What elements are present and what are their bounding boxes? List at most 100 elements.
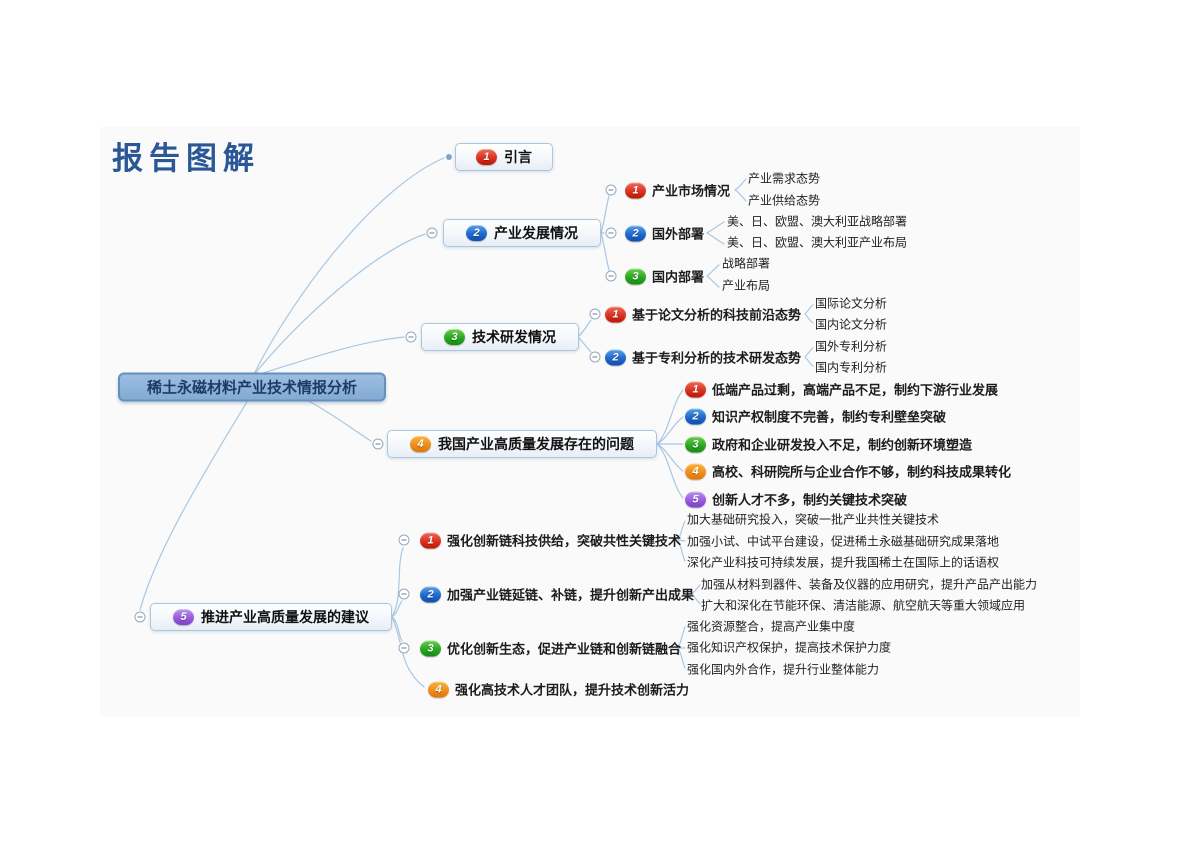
branch-topic-tech-rnd[interactable]: 3 技术研发情况 bbox=[421, 323, 579, 351]
branch-topic-label: 我国产业高质量发展存在的问题 bbox=[438, 436, 634, 452]
problem-item[interactable]: 4 高校、科研院所与企业合作不够，制约科技成果转化 bbox=[685, 462, 1011, 481]
leaf-topic[interactable]: 产业供给态势 bbox=[748, 193, 821, 208]
collapse-toggle-icon[interactable] bbox=[589, 308, 601, 320]
leaf-topic[interactable]: 国内专利分析 bbox=[815, 360, 888, 375]
problem-item[interactable]: 2 知识产权制度不完善，制约专利壁垒突破 bbox=[685, 407, 946, 426]
minus-glyph bbox=[429, 232, 435, 234]
leaf-topic[interactable]: 美、日、欧盟、澳大利亚产业布局 bbox=[727, 235, 908, 250]
collapse-toggle-icon[interactable] bbox=[405, 331, 417, 343]
leaf-topic[interactable]: 国外专利分析 bbox=[815, 339, 888, 354]
subtopic-label: 产业市场情况 bbox=[652, 183, 731, 199]
suggestion-label: 优化创新生态，促进产业链和创新链融合 bbox=[447, 641, 682, 657]
leaf-topic[interactable]: 强化国内外合作，提升行业整体能力 bbox=[687, 662, 880, 677]
leaf-topic[interactable]: 加强小试、中试平台建设，促进稀土永磁基础研究成果落地 bbox=[687, 534, 1000, 549]
collapse-toggle-icon[interactable] bbox=[589, 351, 601, 363]
number-badge-icon: 3 bbox=[625, 268, 646, 284]
leaf-topic[interactable]: 产业布局 bbox=[722, 278, 771, 293]
suggestion-item[interactable]: 2 加强产业链延链、补链，提升创新产出成果 bbox=[420, 585, 694, 604]
subtopic-label: 基于论文分析的科技前沿态势 bbox=[632, 307, 802, 323]
branch-topic-introduction[interactable]: 1 引言 bbox=[455, 143, 553, 171]
number-badge-icon: 5 bbox=[173, 609, 194, 625]
suggestion-item[interactable]: 3 优化创新生态，促进产业链和创新链融合 bbox=[420, 639, 681, 658]
number-badge-icon: 1 bbox=[685, 381, 706, 397]
number-badge-icon: 3 bbox=[420, 640, 441, 656]
number-badge-icon: 4 bbox=[410, 436, 431, 452]
leaf-topic[interactable]: 加大基础研究投入，突破一批产业共性关键技术 bbox=[687, 512, 940, 527]
collapse-toggle-icon[interactable] bbox=[134, 611, 146, 623]
problem-label: 知识产权制度不完善，制约专利壁垒突破 bbox=[712, 409, 947, 425]
problem-label: 政府和企业研发投入不足，制约创新环境塑造 bbox=[712, 437, 973, 453]
minus-glyph bbox=[401, 647, 407, 649]
minus-glyph bbox=[592, 356, 598, 358]
number-badge-icon: 1 bbox=[605, 306, 626, 322]
leaf-topic[interactable]: 强化资源整合，提高产业集中度 bbox=[687, 619, 856, 634]
connector-endpoint-dot bbox=[446, 154, 452, 160]
root-topic-label: 稀土永磁材料产业技术情报分析 bbox=[146, 380, 357, 397]
subtopic-patent-analysis[interactable]: 2 基于专利分析的技术研发态势 bbox=[605, 348, 801, 367]
subtopic-label: 国内部署 bbox=[652, 269, 705, 285]
problem-item[interactable]: 1 低端产品过剩，高端产品不足，制约下游行业发展 bbox=[685, 380, 998, 399]
leaf-topic[interactable]: 扩大和深化在节能环保、清洁能源、航空航天等重大领域应用 bbox=[701, 598, 1026, 613]
leaf-topic[interactable]: 战略部署 bbox=[722, 256, 771, 271]
suggestion-label: 加强产业链延链、补链，提升创新产出成果 bbox=[447, 587, 695, 603]
subtopic-foreign-deployment[interactable]: 2 国外部署 bbox=[625, 224, 704, 243]
problem-item[interactable]: 3 政府和企业研发投入不足，制约创新环境塑造 bbox=[685, 435, 972, 454]
branch-topic-label: 推进产业高质量发展的建议 bbox=[201, 609, 369, 625]
number-badge-icon: 4 bbox=[685, 463, 706, 479]
subtopic-paper-analysis[interactable]: 1 基于论文分析的科技前沿态势 bbox=[605, 305, 801, 324]
minus-glyph bbox=[408, 336, 414, 338]
root-topic[interactable]: 稀土永磁材料产业技术情报分析 bbox=[118, 372, 386, 402]
leaf-topic[interactable]: 深化产业科技可持续发展，提升我国稀土在国际上的话语权 bbox=[687, 555, 1000, 570]
number-badge-icon: 2 bbox=[420, 586, 441, 602]
leaf-topic[interactable]: 产业需求态势 bbox=[748, 171, 821, 186]
number-badge-icon: 2 bbox=[625, 225, 646, 241]
collapse-toggle-icon[interactable] bbox=[398, 534, 410, 546]
suggestion-label: 强化创新链科技供给，突破共性关键技术 bbox=[447, 533, 682, 549]
subtopic-market-situation[interactable]: 1 产业市场情况 bbox=[625, 181, 730, 200]
problem-label: 低端产品过剩，高端产品不足，制约下游行业发展 bbox=[712, 382, 999, 398]
number-badge-icon: 1 bbox=[420, 532, 441, 548]
collapse-toggle-icon[interactable] bbox=[398, 642, 410, 654]
number-badge-icon: 1 bbox=[476, 149, 497, 165]
subtopic-label: 基于专利分析的技术研发态势 bbox=[632, 350, 802, 366]
minus-glyph bbox=[375, 443, 381, 445]
collapse-toggle-icon[interactable] bbox=[372, 438, 384, 450]
collapse-toggle-icon[interactable] bbox=[605, 227, 617, 239]
number-badge-icon: 3 bbox=[444, 329, 465, 345]
suggestion-item[interactable]: 1 强化创新链科技供给，突破共性关键技术 bbox=[420, 531, 681, 550]
minus-glyph bbox=[137, 616, 143, 618]
suggestion-label: 强化高技术人才团队，提升技术创新活力 bbox=[455, 682, 690, 698]
number-badge-icon: 4 bbox=[428, 681, 449, 697]
leaf-topic[interactable]: 国际论文分析 bbox=[815, 296, 888, 311]
branch-topic-problems[interactable]: 4 我国产业高质量发展存在的问题 bbox=[387, 430, 657, 458]
leaf-topic[interactable]: 国内论文分析 bbox=[815, 317, 888, 332]
branch-topic-label: 技术研发情况 bbox=[472, 329, 556, 345]
minus-glyph bbox=[608, 275, 614, 277]
problem-label: 高校、科研院所与企业合作不够，制约科技成果转化 bbox=[712, 464, 1012, 480]
page-title: 报告图解 bbox=[112, 141, 260, 176]
minus-glyph bbox=[401, 593, 407, 595]
number-badge-icon: 3 bbox=[685, 436, 706, 452]
leaf-topic[interactable]: 强化知识产权保护，提高技术保护力度 bbox=[687, 640, 892, 655]
minus-glyph bbox=[401, 539, 407, 541]
number-badge-icon: 1 bbox=[625, 182, 646, 198]
leaf-topic[interactable]: 美、日、欧盟、澳大利亚战略部署 bbox=[727, 214, 908, 229]
problem-label: 创新人才不多，制约关键技术突破 bbox=[712, 492, 908, 508]
branch-topic-suggestions[interactable]: 5 推进产业高质量发展的建议 bbox=[150, 603, 392, 631]
collapse-toggle-icon[interactable] bbox=[605, 184, 617, 196]
suggestion-item[interactable]: 4 强化高技术人才团队，提升技术创新活力 bbox=[428, 680, 689, 699]
number-badge-icon: 2 bbox=[605, 349, 626, 365]
subtopic-domestic-deployment[interactable]: 3 国内部署 bbox=[625, 267, 704, 286]
collapse-toggle-icon[interactable] bbox=[398, 588, 410, 600]
minus-glyph bbox=[608, 232, 614, 234]
leaf-topic[interactable]: 加强从材料到器件、装备及仪器的应用研究，提升产品产出能力 bbox=[701, 577, 1038, 592]
collapse-toggle-icon[interactable] bbox=[605, 270, 617, 282]
branch-topic-industry-development[interactable]: 2 产业发展情况 bbox=[443, 219, 601, 247]
number-badge-icon: 5 bbox=[685, 491, 706, 507]
subtopic-label: 国外部署 bbox=[652, 226, 705, 242]
collapse-toggle-icon[interactable] bbox=[426, 227, 438, 239]
problem-item[interactable]: 5 创新人才不多，制约关键技术突破 bbox=[685, 490, 907, 509]
branch-topic-label: 引言 bbox=[504, 149, 532, 165]
minus-glyph bbox=[608, 189, 614, 191]
